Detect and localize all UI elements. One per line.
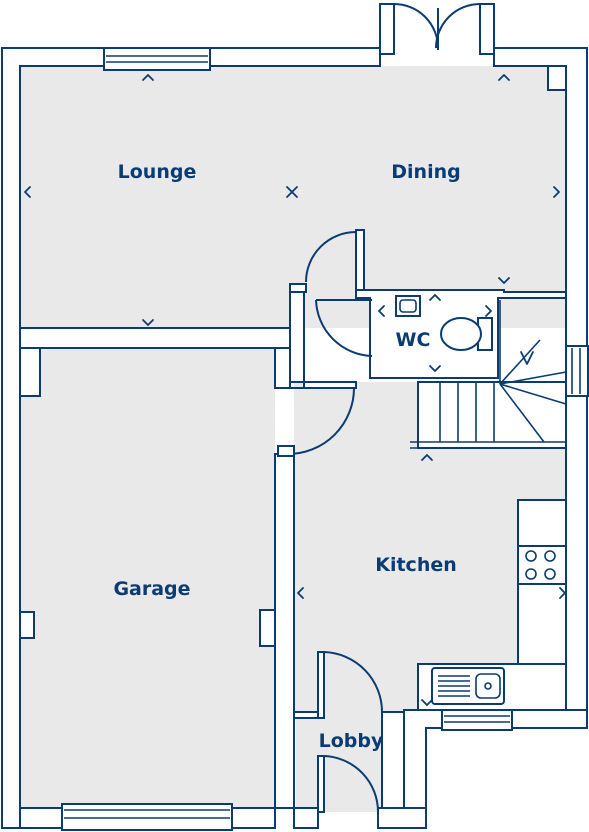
door-lobby-outer bbox=[317, 755, 379, 813]
garage-right-notch bbox=[259, 609, 276, 647]
wall-lobby-right bbox=[381, 711, 405, 809]
wall-hall-left bbox=[289, 289, 305, 383]
wall-lobby-bottom-left bbox=[293, 807, 319, 829]
wall-wc bbox=[355, 229, 567, 379]
wall-lobby-bottom-right bbox=[377, 807, 427, 829]
lounge-right-notch bbox=[547, 65, 567, 91]
room-label-garage: Garage bbox=[113, 578, 191, 600]
window-garage-door bbox=[61, 803, 233, 831]
kitchen-fixtures bbox=[417, 499, 567, 711]
wall-lobby-top bbox=[293, 711, 321, 719]
door-garage bbox=[277, 387, 356, 457]
window-kitchen bbox=[441, 709, 513, 731]
door-hall bbox=[289, 229, 365, 293]
wc-toilet bbox=[440, 317, 493, 351]
wc-fixtures bbox=[395, 295, 493, 351]
doors bbox=[277, 3, 495, 813]
wall-lounge-garage bbox=[19, 327, 291, 349]
stairs-arrow-icon bbox=[520, 351, 534, 365]
room-label-dining: Dining bbox=[391, 161, 461, 183]
wall-garage-right-lower bbox=[274, 453, 295, 809]
garage-left-notch bbox=[19, 611, 35, 639]
stairs-box bbox=[417, 381, 567, 449]
room-label-wc: WC bbox=[395, 329, 431, 351]
windows bbox=[61, 47, 589, 831]
room-label-kitchen: Kitchen bbox=[375, 554, 457, 576]
hob bbox=[517, 545, 567, 585]
window-lounge bbox=[103, 47, 211, 71]
stairs bbox=[410, 300, 567, 449]
wc-basin bbox=[395, 295, 421, 317]
door-lobby-inner bbox=[317, 651, 383, 719]
dimension-ticks bbox=[24, 74, 566, 706]
wall-kitchen-top bbox=[303, 381, 357, 389]
window-stairs bbox=[565, 345, 589, 397]
room-label-lobby: Lobby bbox=[318, 730, 384, 752]
garage-floor bbox=[20, 348, 275, 808]
door-wc bbox=[315, 299, 373, 357]
wall-notches bbox=[19, 65, 567, 647]
garage-corner-notch bbox=[19, 347, 41, 397]
kitchen-sink bbox=[431, 667, 505, 705]
room-label-lounge: Lounge bbox=[117, 161, 197, 183]
french-doors bbox=[379, 3, 495, 55]
